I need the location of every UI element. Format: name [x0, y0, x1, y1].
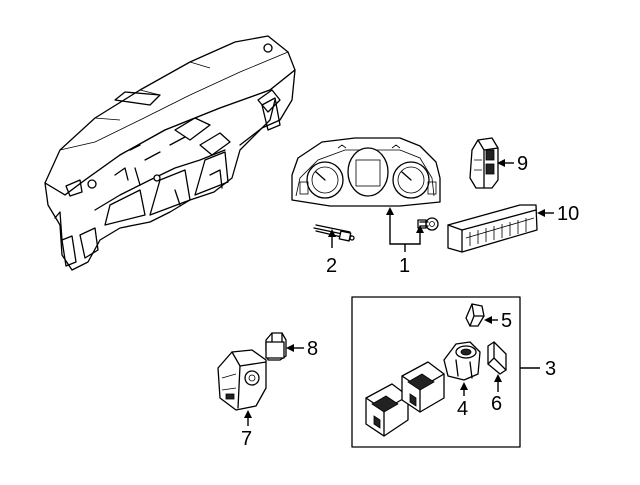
screw-icon: [417, 217, 439, 231]
callout-5: 5: [501, 310, 512, 332]
bulb-icon: [313, 224, 355, 242]
callout-2: 2: [326, 255, 337, 277]
climate-control-icon: [447, 204, 538, 253]
leader-lines: [244, 159, 554, 426]
button-cover-icon: [487, 341, 507, 375]
switch-module-icon: [469, 137, 499, 189]
callout-10: 10: [557, 203, 579, 225]
knob-icon: [265, 332, 287, 361]
dashboard-panel-icon: [44, 35, 296, 271]
instrument-cluster-icon: [291, 137, 441, 207]
callout-4: 4: [457, 398, 468, 420]
callout-1: 1: [399, 255, 410, 277]
window-switches-icon: [365, 361, 445, 437]
callout-6: 6: [491, 393, 502, 415]
headlight-switch-icon: [217, 349, 267, 411]
callout-9: 9: [517, 153, 528, 175]
callout-7: 7: [241, 428, 252, 450]
callout-3: 3: [545, 358, 556, 380]
part-5-icon: [465, 303, 485, 327]
subassembly-box: [351, 296, 521, 448]
sensor-icon: [443, 341, 481, 381]
callout-8: 8: [307, 338, 318, 360]
